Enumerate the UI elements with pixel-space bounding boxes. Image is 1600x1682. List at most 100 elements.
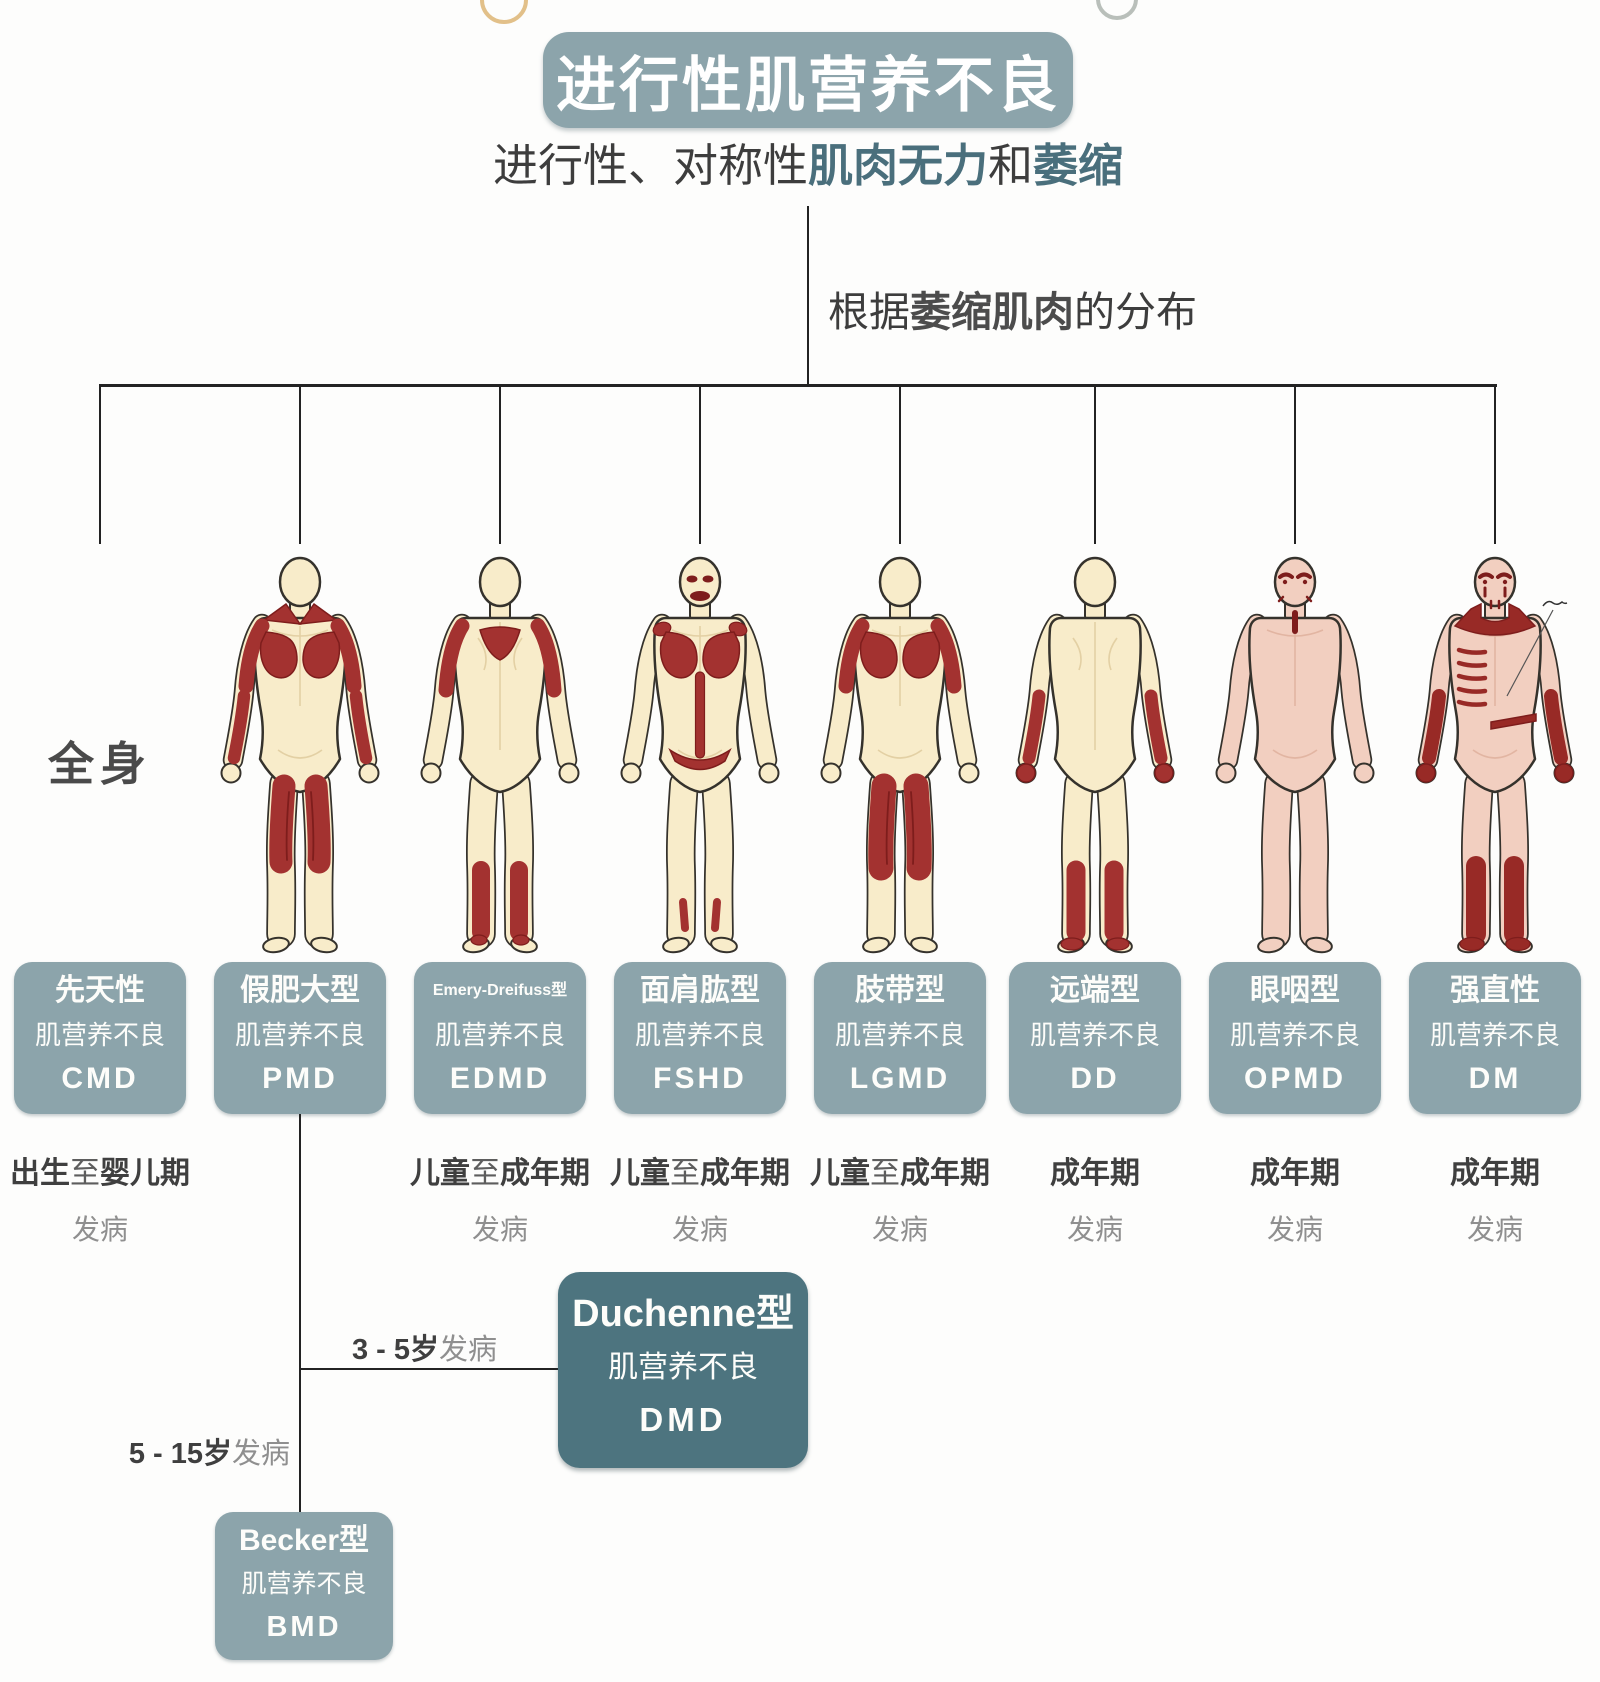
type-acronym: DD — [1070, 1062, 1120, 1095]
figure-lgmd — [820, 556, 980, 954]
onset-word-cmd: 发病 — [71, 1214, 128, 1245]
text-segment: 成年期 — [900, 1157, 990, 1190]
text-segment: 儿童 — [810, 1157, 870, 1190]
text-segment: 成年期 — [1450, 1157, 1540, 1190]
top-right-ornament-icon — [1096, 0, 1138, 20]
bmd-acronym: BMD — [266, 1611, 342, 1643]
text-segment: 肌肉无力 — [807, 140, 988, 191]
type-box-pmd: 假肥大型肌营养不良 PMD — [214, 962, 386, 1114]
type-box-dd: 远端型肌营养不良 DD — [1009, 962, 1181, 1114]
onset-word-fshd: 发病 — [671, 1214, 728, 1245]
branch-drop-cmd — [99, 386, 101, 544]
branch-drop-opmd — [1294, 386, 1296, 544]
text-segment: 至 — [670, 1157, 700, 1190]
onset-word-dm: 发病 — [1466, 1214, 1523, 1245]
branch-line — [99, 384, 1497, 387]
text-segment: 发病 — [439, 1334, 498, 1366]
text-segment: 儿童 — [610, 1157, 670, 1190]
type-name: 肢带型 — [855, 974, 945, 1007]
onset-period-opmd: 成年期 — [1195, 1148, 1395, 1192]
type-acronym: FSHD — [653, 1062, 747, 1095]
branch-drop-pmd — [299, 386, 301, 544]
region-label-whole-body: 全身 — [48, 738, 152, 790]
bmd-type-box: Becker型 肌营养不良 BMD — [215, 1512, 393, 1660]
branch-drop-dd — [1094, 386, 1096, 544]
text-segment: 进行性、对称性 — [492, 140, 808, 191]
text-segment: 发病 — [231, 1438, 290, 1470]
figure-dm — [1415, 556, 1575, 954]
text-segment: 儿童 — [410, 1157, 470, 1190]
onset-word-opmd: 发病 — [1266, 1214, 1323, 1245]
text-segment: 3 - 5岁 — [352, 1334, 440, 1366]
type-subtitle: 肌营养不良 — [434, 1020, 565, 1050]
dmd-subtitle: 肌营养不良 — [608, 1351, 758, 1384]
type-name: 眼咽型 — [1250, 974, 1340, 1007]
branch-drop-lgmd — [899, 386, 901, 544]
type-subtitle: 肌营养不良 — [634, 1020, 765, 1050]
onset-period-cmd: 出生至婴儿期 — [0, 1148, 200, 1192]
pmd-subtree-stem — [299, 1114, 301, 1512]
subtitle: 进行性、对称性肌肉无力和萎缩 — [408, 140, 1208, 192]
onset-word-dd: 发病 — [1066, 1214, 1123, 1245]
type-acronym: LGMD — [849, 1062, 951, 1095]
bmd-subtitle: 肌营养不良 — [241, 1570, 367, 1598]
figure-fshd — [620, 556, 780, 954]
title-banner: 进行性肌营养不良 — [543, 32, 1073, 128]
onset-word-edmd: 发病 — [471, 1214, 528, 1245]
dmd-type-box: Duchenne型 肌营养不良 DMD — [558, 1272, 808, 1468]
branch-drop-fshd — [699, 386, 701, 544]
type-acronym: DM — [1468, 1062, 1522, 1095]
dmd-acronym: DMD — [639, 1401, 727, 1438]
page-title: 进行性肌营养不良 — [556, 51, 1060, 119]
branch-drop-edmd — [499, 386, 501, 544]
text-segment: 至 — [870, 1157, 900, 1190]
branch-drop-dm — [1494, 386, 1496, 544]
type-subtitle: 肌营养不良 — [1429, 1020, 1560, 1050]
dmd-onset-age-label: 3 - 5岁发病 — [352, 1326, 497, 1368]
text-segment: 成年期 — [700, 1157, 790, 1190]
bmd-onset-age-label: 5 - 15岁发病 — [108, 1430, 290, 1472]
onset-period-lgmd: 儿童至成年期 — [800, 1148, 1000, 1192]
type-acronym: OPMD — [1244, 1062, 1346, 1095]
type-subtitle: 肌营养不良 — [1229, 1020, 1360, 1050]
type-subtitle: 肌营养不良 — [1029, 1020, 1160, 1050]
figure-pmd — [220, 556, 380, 954]
type-name: 强直性 — [1450, 974, 1540, 1007]
type-name: 远端型 — [1050, 974, 1140, 1007]
text-segment: 成年期 — [1250, 1157, 1340, 1190]
text-segment: 至 — [470, 1157, 500, 1190]
type-name: 先天性 — [55, 974, 145, 1007]
type-acronym: PMD — [262, 1062, 338, 1095]
type-acronym: CMD — [61, 1062, 139, 1095]
text-segment: 成年期 — [500, 1157, 590, 1190]
onset-period-edmd: 儿童至成年期 — [400, 1148, 600, 1192]
text-segment: 至 — [70, 1157, 100, 1190]
type-subtitle: 肌营养不良 — [234, 1020, 365, 1050]
text-segment: 根据 — [828, 289, 910, 335]
dmd-name: Duchenne型 — [572, 1293, 794, 1335]
text-segment: 婴儿期 — [100, 1157, 190, 1190]
type-name: 假肥大型 — [240, 974, 360, 1007]
text-segment: 成年期 — [1050, 1157, 1140, 1190]
onset-period-fshd: 儿童至成年期 — [600, 1148, 800, 1192]
onset-period-dd: 成年期 — [995, 1148, 1195, 1192]
text-segment: 出生 — [10, 1157, 70, 1190]
type-name: 面肩肱型 — [640, 974, 760, 1007]
text-segment: 和 — [988, 140, 1034, 191]
figure-edmd — [420, 556, 580, 954]
text-segment: 5 - 15岁 — [128, 1438, 232, 1470]
figure-dd — [1015, 556, 1175, 954]
type-box-dm: 强直性肌营养不良 DM — [1409, 962, 1581, 1114]
distribution-note: 根据萎缩肌肉的分布 — [828, 278, 1197, 338]
type-name: Emery-Dreifuss型 — [432, 982, 568, 999]
bmd-name: Becker型 — [238, 1524, 370, 1557]
dmd-branch-line — [300, 1368, 558, 1370]
onset-word-lgmd: 发病 — [871, 1214, 928, 1245]
type-box-opmd: 眼咽型肌营养不良 OPMD — [1209, 962, 1381, 1114]
connector-stem — [807, 206, 809, 386]
text-segment: 萎缩 — [1033, 140, 1124, 191]
